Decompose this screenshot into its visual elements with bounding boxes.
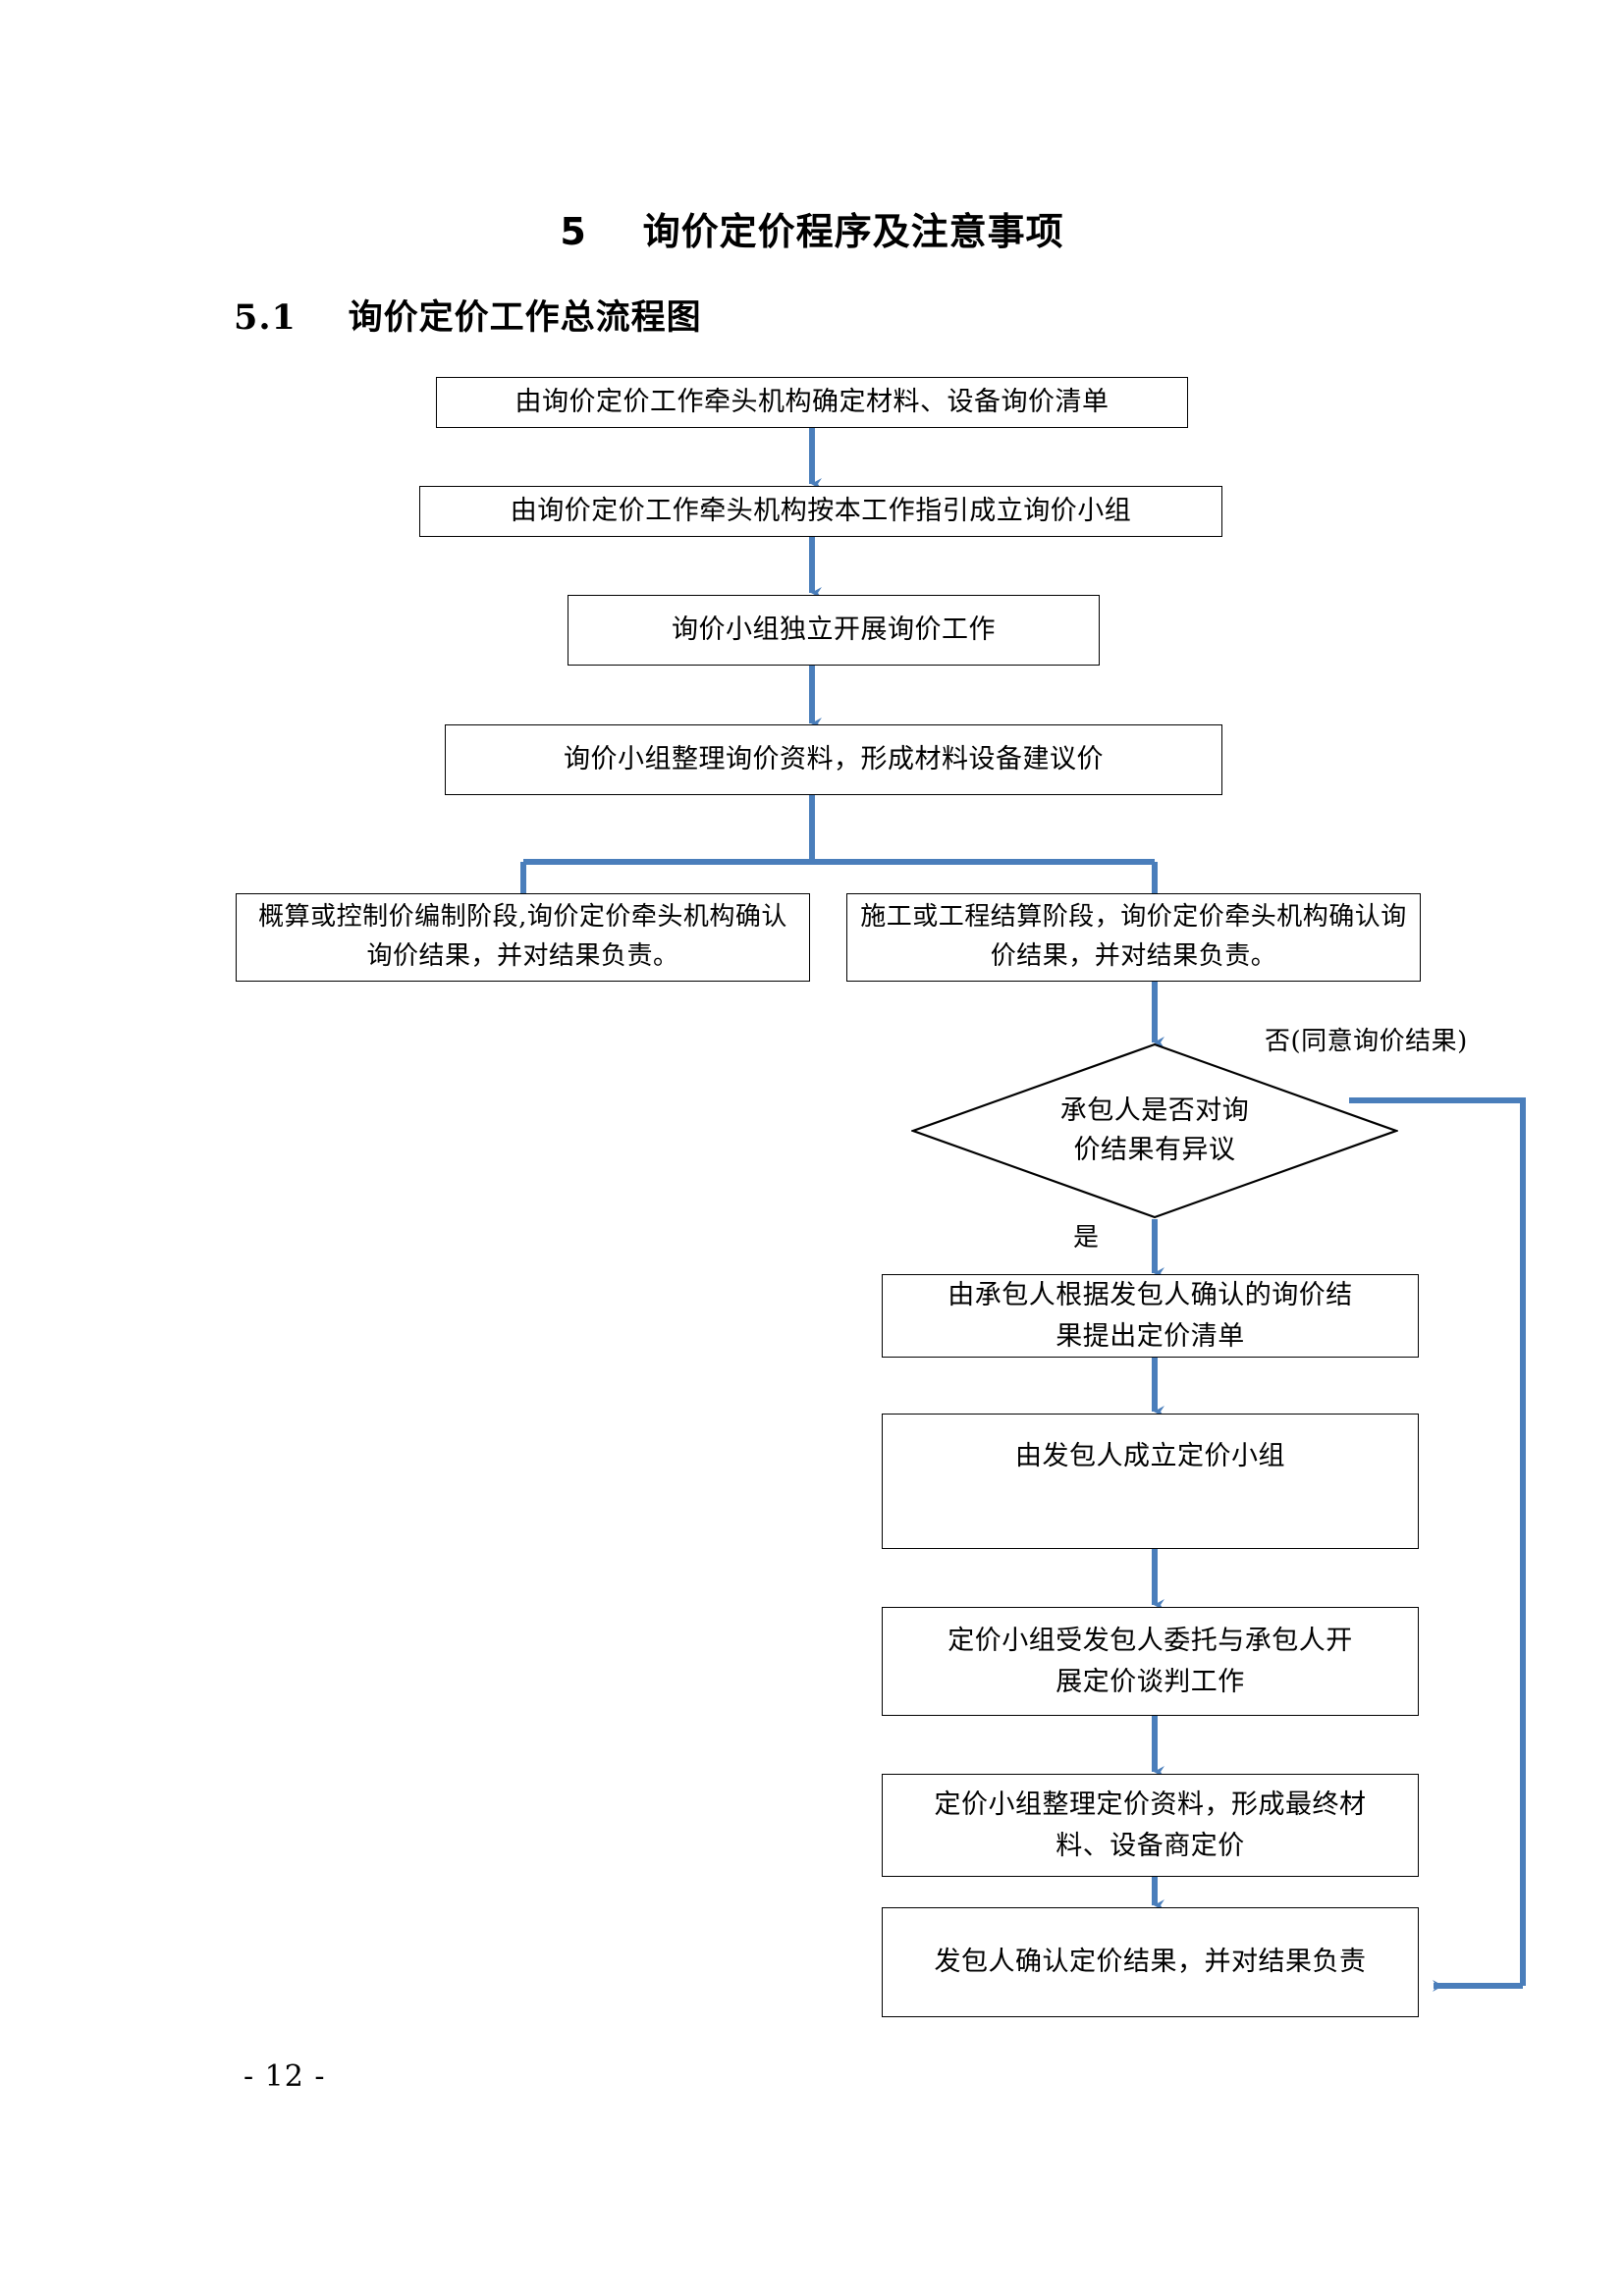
- flow-node-9[interactable]: 定价小组受发包人委托与承包人开展定价谈判工作: [882, 1607, 1419, 1716]
- flow-node-8[interactable]: 由发包人成立定价小组: [882, 1414, 1419, 1549]
- flow-node-7-label: 由承包人根据发包人确认的询价结果提出定价清单: [947, 1280, 1353, 1352]
- flow-node-2-label: 由询价定价工作牵头机构按本工作指引成立询价小组: [510, 496, 1132, 527]
- edge-label-no: 否(同意询价结果): [1265, 1027, 1468, 1056]
- flow-decision-node[interactable]: 承包人是否对询价结果有异议: [911, 1042, 1398, 1219]
- page-footer: - 12 -: [244, 2059, 326, 2094]
- flow-node-4[interactable]: 询价小组整理询价资料，形成材料设备建议价: [445, 724, 1222, 795]
- flow-node-6-label: 施工或工程结算阶段，询价定价牵头机构确认询价结果，并对结果负责。: [860, 902, 1407, 971]
- section-heading: 5.1 询价定价工作总流程图: [234, 297, 702, 338]
- flow-node-11-label: 发包人确认定价结果，并对结果负责: [934, 1947, 1367, 1978]
- flow-node-9-label: 定价小组受发包人委托与承包人开展定价谈判工作: [947, 1626, 1353, 1697]
- page-title: 5 询价定价程序及注意事项: [560, 210, 1064, 253]
- flow-node-3[interactable]: 询价小组独立开展询价工作: [568, 595, 1100, 666]
- flow-node-2[interactable]: 由询价定价工作牵头机构按本工作指引成立询价小组: [419, 486, 1222, 537]
- flow-node-1-label: 由询价定价工作牵头机构确定材料、设备询价清单: [514, 387, 1110, 418]
- flow-node-5-label: 概算或控制价编制阶段,询价定价牵头机构确认询价结果，并对结果负责。: [258, 902, 787, 971]
- edge-label-yes: 是: [1073, 1223, 1100, 1253]
- flow-node-7[interactable]: 由承包人根据发包人确认的询价结果提出定价清单: [882, 1274, 1419, 1358]
- flow-node-1[interactable]: 由询价定价工作牵头机构确定材料、设备询价清单: [436, 377, 1188, 428]
- flow-node-6[interactable]: 施工或工程结算阶段，询价定价牵头机构确认询价结果，并对结果负责。: [846, 893, 1421, 982]
- flow-node-11[interactable]: 发包人确认定价结果，并对结果负责: [882, 1907, 1419, 2017]
- flow-node-10[interactable]: 定价小组整理定价资料，形成最终材料、设备商定价: [882, 1774, 1419, 1877]
- flow-node-5[interactable]: 概算或控制价编制阶段,询价定价牵头机构确认询价结果，并对结果负责。: [236, 893, 810, 982]
- flow-node-10-label: 定价小组整理定价资料，形成最终材料、设备商定价: [934, 1789, 1367, 1861]
- flow-node-8-label: 由发包人成立定价小组: [1015, 1441, 1285, 1471]
- flow-node-4-label: 询价小组整理询价资料，形成材料设备建议价: [564, 744, 1104, 775]
- flow-node-3-label: 询价小组独立开展询价工作: [672, 614, 996, 646]
